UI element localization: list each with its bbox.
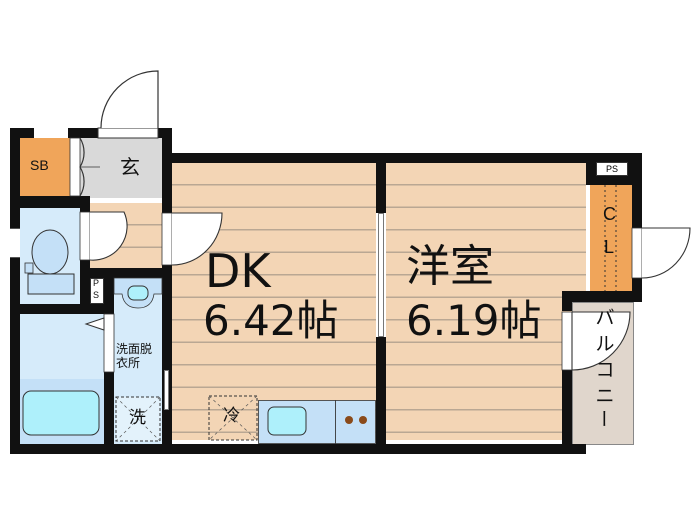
- ps-label-p: P: [93, 278, 100, 288]
- wall: [10, 128, 20, 228]
- washer-label: 洗: [129, 408, 146, 428]
- balcony-label: バ ル コ ニ ー: [590, 305, 620, 428]
- entrance-label: 玄: [120, 155, 140, 179]
- wall: [104, 372, 114, 454]
- wall: [104, 268, 114, 314]
- entrance-floor: [80, 138, 165, 198]
- wall: [376, 153, 386, 213]
- toilet-door-icon[interactable]: [79, 208, 130, 268]
- balcony-char: コ: [595, 359, 615, 381]
- western-room-floor: [386, 163, 586, 440]
- balcony-door-icon[interactable]: [561, 302, 632, 372]
- wall: [68, 128, 98, 138]
- ps-label-s: S: [93, 290, 100, 300]
- balcony-char: バ: [595, 307, 615, 329]
- wall: [10, 128, 34, 138]
- balcony-char: ニ: [595, 385, 615, 407]
- wall: [162, 153, 642, 163]
- closet-label-c: C: [603, 204, 616, 224]
- outside-door-icon[interactable]: [631, 227, 692, 288]
- wall: [562, 370, 572, 454]
- sliding-door-dk-western[interactable]: [378, 213, 384, 337]
- shoe-box-door-icon[interactable]: [69, 137, 110, 198]
- wall: [10, 258, 20, 454]
- dk-floor: [172, 163, 376, 440]
- fridge-label: 冷: [223, 406, 240, 426]
- balcony-char: ル: [595, 333, 615, 355]
- western-room-name-label: 洋室: [406, 241, 494, 292]
- washroom-label-line2: 衣所: [116, 356, 141, 370]
- shoe-box: [20, 138, 70, 196]
- bathroom-door-icon[interactable]: [84, 313, 115, 374]
- dk-area-label: 6.42帖: [203, 296, 339, 345]
- dk-door-icon[interactable]: [161, 212, 223, 273]
- kitchen-counter-icon: [258, 400, 376, 444]
- wall: [632, 153, 642, 228]
- fridge-space-icon: [208, 395, 258, 441]
- bathtub-icon: [22, 390, 100, 436]
- wall: [162, 128, 172, 213]
- balcony-char: ー: [592, 409, 614, 428]
- pipe-space-small: [90, 278, 104, 304]
- wall: [562, 291, 572, 311]
- dk-name-label: DK: [205, 244, 271, 298]
- wall: [10, 444, 586, 454]
- washer-space-icon: [115, 396, 161, 442]
- wall: [562, 291, 642, 302]
- toilet-icon: [24, 229, 75, 295]
- wall: [376, 337, 386, 454]
- shoe-box-label: SB: [30, 157, 49, 173]
- washbasin-icon: [113, 277, 163, 309]
- western-room-area-label: 6.19帖: [406, 296, 542, 345]
- pipe-space-top: PS: [596, 162, 628, 176]
- wall: [162, 265, 172, 454]
- washroom-label-line1: 洗面脱: [116, 342, 153, 356]
- closet-label-l: L: [604, 237, 615, 257]
- closet: [590, 185, 632, 291]
- entrance-door-icon[interactable]: [96, 70, 166, 140]
- wall: [80, 268, 172, 278]
- sliding-door-washroom[interactable]: [164, 370, 169, 410]
- wall: [10, 304, 110, 314]
- window-toilet: [10, 228, 20, 258]
- wall: [632, 278, 642, 302]
